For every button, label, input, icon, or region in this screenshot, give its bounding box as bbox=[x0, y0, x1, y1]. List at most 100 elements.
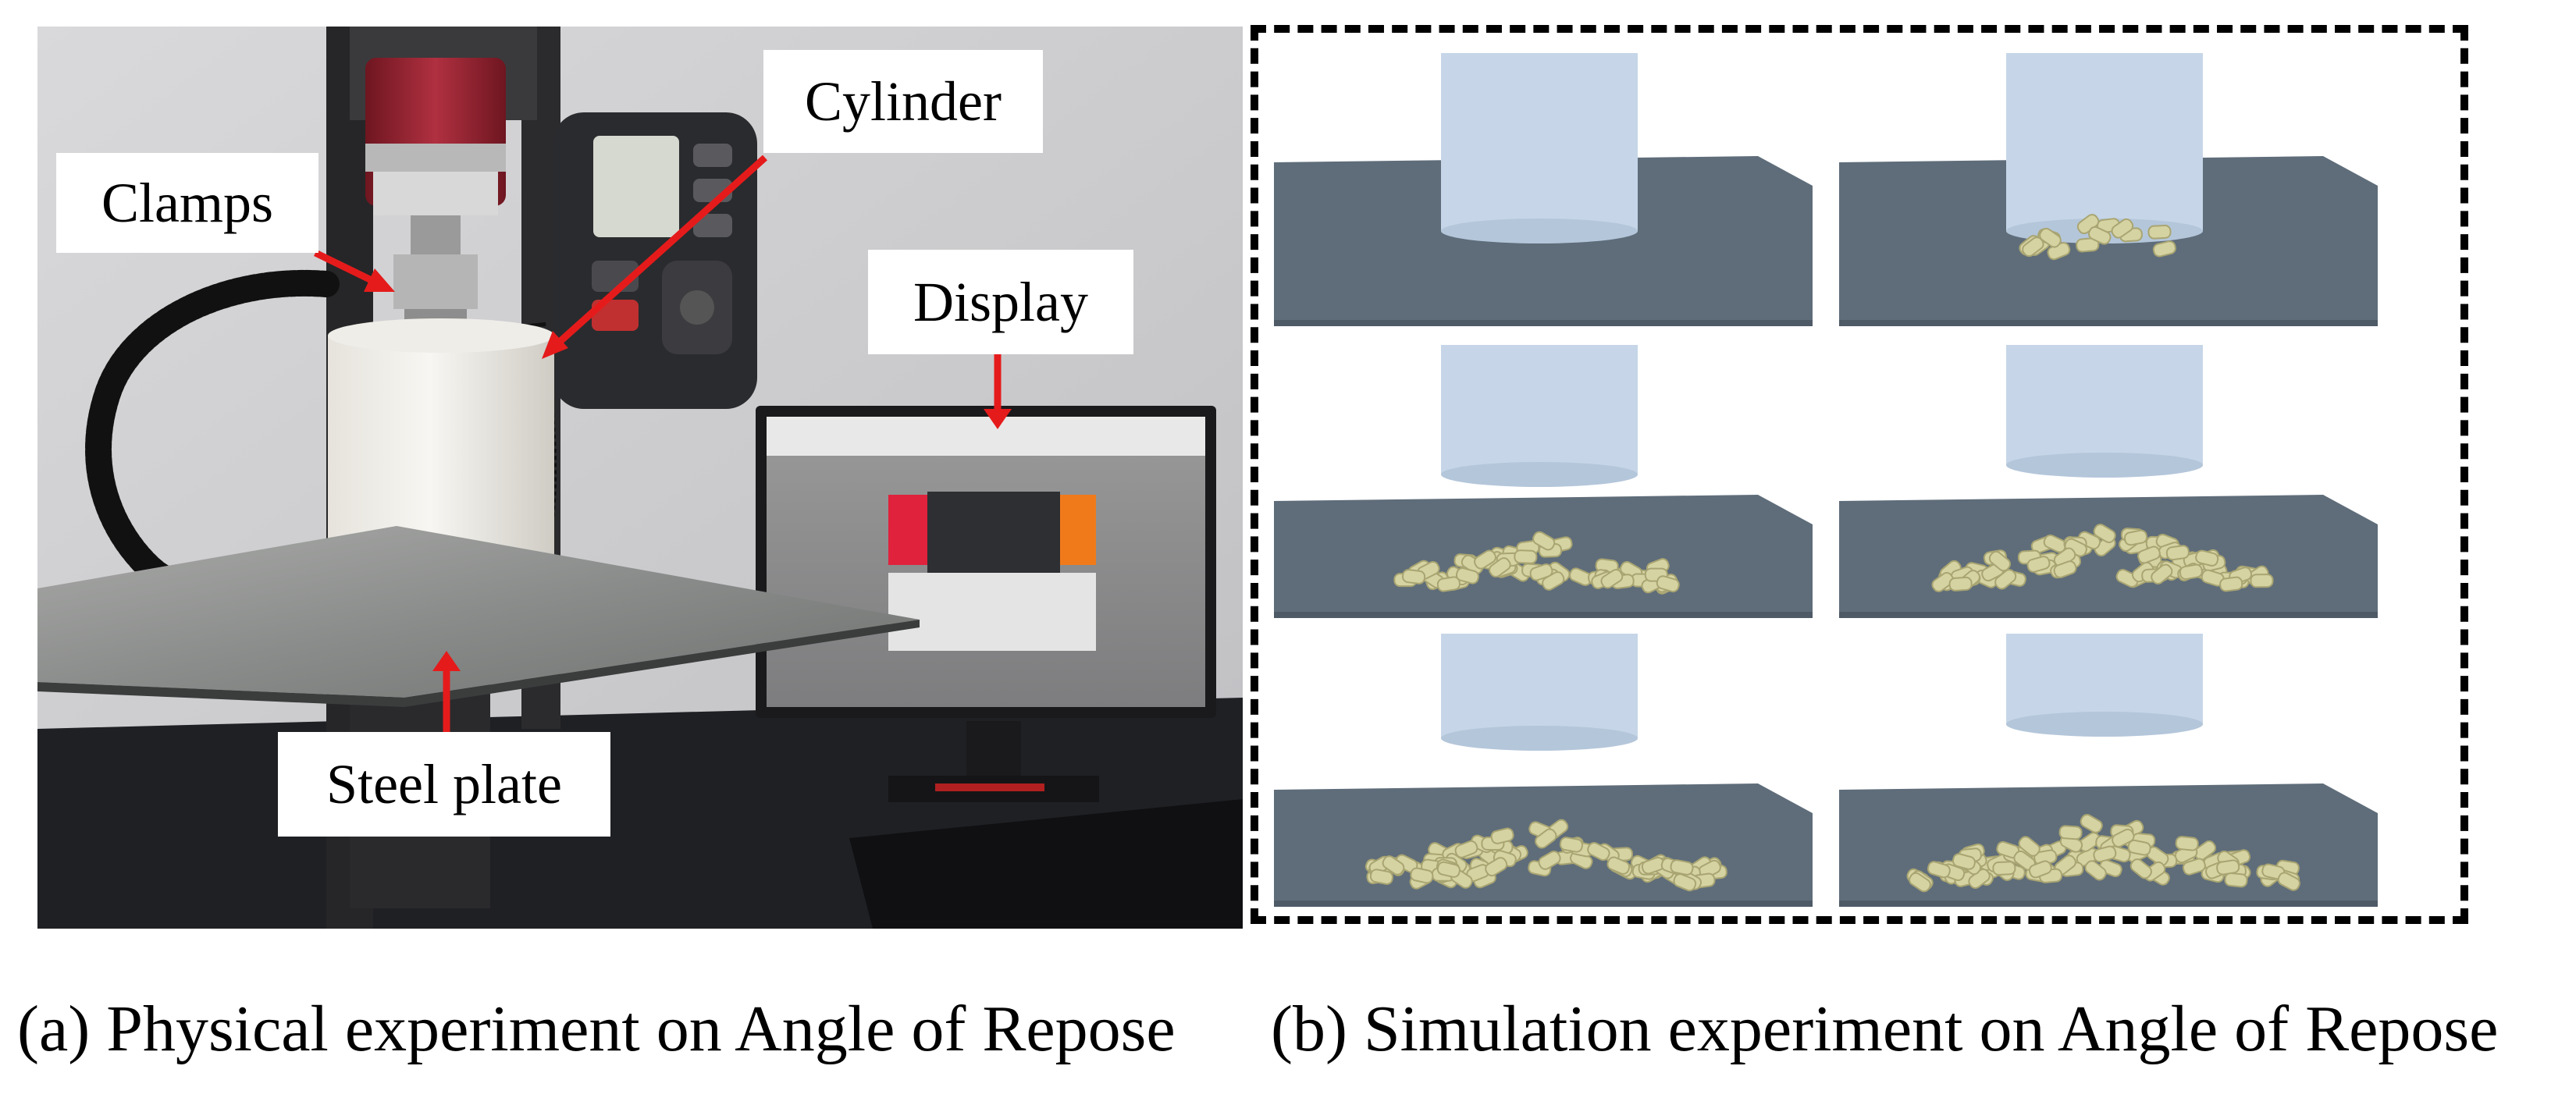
sim-particles bbox=[1364, 819, 1727, 892]
sim-particle bbox=[1532, 531, 1556, 551]
sim-particle bbox=[1606, 856, 1631, 875]
sim-particle bbox=[1656, 575, 1680, 593]
sim-particle bbox=[1382, 855, 1405, 876]
sim-particle bbox=[1988, 550, 2012, 572]
sim-particle bbox=[2039, 227, 2062, 248]
load-cell-band bbox=[365, 144, 506, 172]
sim-particle bbox=[2112, 828, 2135, 847]
sim-plate-edge bbox=[1839, 320, 2378, 326]
sim-frame-3 bbox=[1274, 345, 1813, 618]
sim-particle bbox=[1401, 569, 1426, 584]
sim-particle bbox=[1587, 842, 1610, 862]
sim-plate-edge bbox=[1839, 901, 2378, 907]
sim-particle bbox=[1538, 851, 1561, 870]
sim-scene bbox=[1839, 345, 2378, 618]
label-display: Display bbox=[868, 250, 1133, 354]
clamp-body bbox=[393, 254, 478, 309]
physical-experiment-photo bbox=[37, 27, 1243, 929]
sim-particle bbox=[2165, 545, 2190, 561]
display-arrowhead bbox=[984, 409, 1012, 429]
steel-plate bbox=[37, 526, 920, 698]
sim-particle bbox=[1952, 853, 1976, 870]
sim-particle bbox=[1559, 837, 1584, 853]
sim-particle bbox=[1542, 571, 1565, 591]
sim-particle bbox=[2151, 563, 2173, 584]
sim-cylinder bbox=[2006, 53, 2203, 243]
clamps-arrowhead bbox=[364, 268, 395, 292]
label-cylinder: Cylinder bbox=[763, 50, 1043, 153]
sim-particle bbox=[1931, 572, 1954, 592]
sim-frame-6 bbox=[1839, 634, 2378, 907]
sim-particle bbox=[1514, 549, 1538, 564]
sim-scene bbox=[1839, 634, 2378, 907]
sim-frame-5 bbox=[1274, 634, 1813, 907]
sim-cylinder bbox=[1441, 634, 1638, 751]
sim-particle bbox=[2026, 556, 2051, 573]
steel-plate-arrowhead bbox=[432, 651, 461, 671]
steel-plate-edge bbox=[37, 620, 920, 707]
sim-particle bbox=[1670, 859, 1694, 876]
sim-particle bbox=[1909, 872, 1931, 893]
sim-cylinder bbox=[1441, 345, 1638, 487]
sim-particle bbox=[1994, 569, 2017, 590]
sim-particle bbox=[2182, 858, 2206, 876]
sim-frame-1 bbox=[1274, 53, 1813, 326]
sim-particle bbox=[1992, 861, 2016, 876]
annotation-arrows bbox=[314, 155, 1012, 737]
sim-particle bbox=[2129, 858, 2152, 879]
sim-particle bbox=[1436, 576, 1461, 592]
sim-particle bbox=[2224, 872, 2248, 888]
cylinder-arrow bbox=[550, 155, 768, 351]
sim-scene bbox=[1274, 634, 1813, 907]
sim-particle bbox=[2179, 563, 2203, 581]
load-cell-bottom bbox=[373, 172, 498, 215]
sim-plate-edge bbox=[1274, 612, 1813, 618]
sim-particle bbox=[2277, 872, 2300, 891]
sim-scene bbox=[1274, 53, 1813, 326]
sim-particle bbox=[1529, 563, 1553, 581]
sim-particle bbox=[1474, 549, 1496, 570]
sim-frame-2 bbox=[1839, 53, 2378, 326]
sim-particle bbox=[1485, 857, 1508, 877]
sim-particle bbox=[2053, 560, 2077, 578]
sim-cylinder bbox=[1441, 53, 1638, 243]
sim-particle bbox=[1410, 867, 1434, 884]
sim-particle bbox=[2028, 860, 2052, 879]
sim-particle bbox=[1490, 827, 1514, 844]
sim-scene bbox=[1839, 53, 2378, 326]
sim-particle bbox=[2127, 839, 2151, 856]
sim-particle bbox=[1600, 569, 1624, 589]
sim-particle bbox=[2076, 237, 2100, 253]
monitor bbox=[756, 406, 1216, 802]
sim-plate-edge bbox=[1274, 901, 1813, 907]
sim-particle bbox=[2080, 814, 2103, 833]
sim-particle bbox=[2093, 524, 2116, 544]
sim-particle bbox=[2195, 549, 2219, 567]
sim-particle bbox=[2147, 224, 2172, 240]
sim-particles bbox=[1906, 814, 2300, 893]
sim-particle bbox=[1454, 840, 1478, 858]
sim-particle bbox=[1673, 873, 1697, 892]
sim-scene bbox=[1274, 345, 1813, 618]
caption-b: (b) Simulation experiment on Angle of Re… bbox=[1271, 993, 2499, 1065]
sim-particle bbox=[2123, 529, 2148, 546]
label-steel-plate: Steel plate bbox=[278, 732, 610, 837]
sim-particle bbox=[2194, 840, 2217, 861]
sim-particle bbox=[2058, 825, 2083, 840]
sim-frame-4 bbox=[1839, 345, 2378, 618]
caption-a: (a) Physical experiment on Angle of Repo… bbox=[17, 993, 1176, 1065]
sim-particle bbox=[2084, 860, 2107, 881]
sim-cylinder bbox=[2006, 345, 2203, 478]
sim-particle bbox=[1489, 557, 1511, 578]
label-clamps: Clamps bbox=[56, 153, 318, 253]
sim-plate bbox=[1839, 495, 2378, 618]
clamp-shaft bbox=[411, 215, 461, 254]
sim-particles bbox=[1931, 524, 2274, 592]
sim-particle bbox=[2018, 836, 2041, 857]
sim-plate-edge bbox=[1839, 612, 2378, 618]
sim-plate-edge bbox=[1274, 320, 1813, 326]
keyboard bbox=[849, 799, 1243, 929]
sim-particle bbox=[2152, 240, 2176, 258]
sim-particle bbox=[2219, 576, 2243, 592]
sim-particle bbox=[1927, 861, 1951, 879]
